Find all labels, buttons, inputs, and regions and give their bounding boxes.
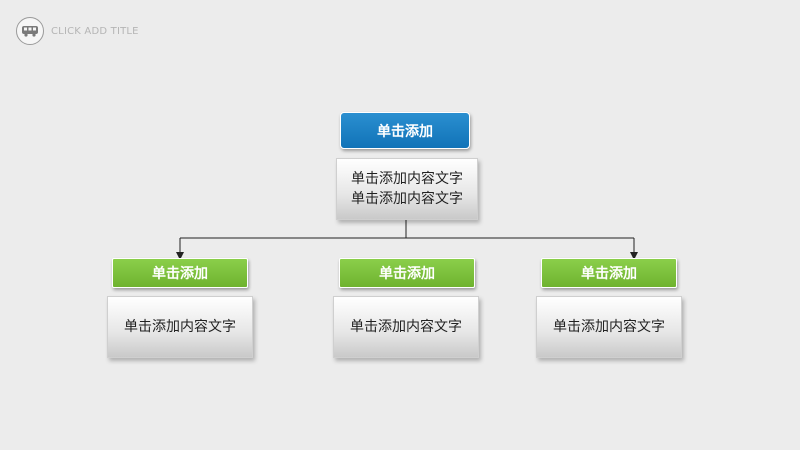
logo bbox=[16, 17, 44, 45]
root-node-body[interactable]: 单击添加内容文字 单击添加内容文字 bbox=[336, 158, 478, 220]
header: CLICK ADD TITLE bbox=[16, 16, 139, 46]
child-node-1-body[interactable]: 单击添加内容文字 bbox=[107, 296, 253, 358]
child-node-2-body[interactable]: 单击添加内容文字 bbox=[333, 296, 479, 358]
bus-icon bbox=[22, 26, 38, 37]
root-node-line-1: 单击添加内容文字 bbox=[351, 171, 463, 187]
page-title: CLICK ADD TITLE bbox=[51, 25, 139, 37]
child-node-3-body[interactable]: 单击添加内容文字 bbox=[536, 296, 682, 358]
child-node-1-title[interactable]: 单击添加 bbox=[112, 258, 248, 288]
child-node-2-title[interactable]: 单击添加 bbox=[339, 258, 475, 288]
root-node-title[interactable]: 单击添加 bbox=[340, 112, 470, 149]
child-node-3-title[interactable]: 单击添加 bbox=[541, 258, 677, 288]
root-node-line-2: 单击添加内容文字 bbox=[351, 191, 463, 207]
